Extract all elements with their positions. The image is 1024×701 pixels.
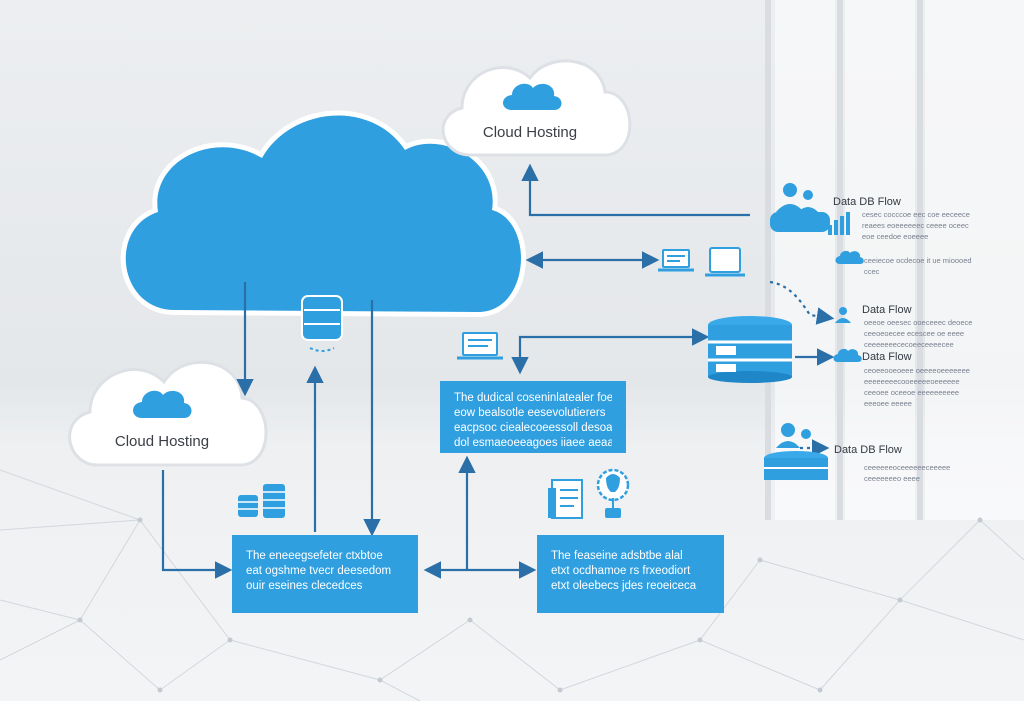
- box-text-line: eow bealsotle eesevolutierers: [454, 407, 606, 419]
- cloud-hosting-left-label: Cloud Hosting: [114, 433, 210, 450]
- monitor-icon: [705, 247, 745, 277]
- main-cloud: [120, 110, 526, 318]
- cloud-hosting-top-label: Cloud Hosting: [482, 124, 578, 141]
- legend-title: Data Flow: [862, 304, 912, 316]
- cloud-hosting-top: [441, 59, 632, 157]
- legend-line: ceeeeeeoceeeeeeceeeee: [864, 463, 951, 472]
- legend-line: reaees eoeeeeeec ceeee oceec: [862, 221, 969, 230]
- cloud-icon: [833, 348, 862, 362]
- box-text-line: eat ogshme tvecr deesedom: [246, 565, 392, 577]
- legend-line: ceeiecoe ocdecoe it ue mioooed: [864, 256, 972, 265]
- bottom-mid-text-box: The feaseine adsbtbe alal etxt ocdhamoe …: [537, 535, 724, 613]
- users-icon: [835, 307, 851, 323]
- box-text-line: eacpsoc ciealecoeessoll desoas: [454, 422, 612, 434]
- legend-line: ceeeeeeeo eeee: [864, 474, 920, 483]
- users-icon: [770, 183, 830, 232]
- box-text-line: The feaseine adsbtbe alal: [551, 550, 683, 562]
- box-text-line: etxt oleebecs jdes reoeiceca: [551, 580, 697, 592]
- legend-line: eeeeeeeecooeeeeeoeeeeee: [864, 377, 960, 386]
- box-text-line: ouir eseines clecedces: [246, 580, 363, 592]
- box-text-line: dol esmaeoeeagoes iiaee aeaas: [454, 437, 612, 449]
- legend-title: Data Flow: [862, 351, 912, 363]
- document-icon: [548, 479, 583, 519]
- legend-line: eeeoee eeeee: [864, 399, 912, 408]
- window-pane: [925, 0, 1024, 520]
- window-frame: [765, 0, 771, 520]
- bottom-left-text-box: The eneeegsefeter ctxbtoe eat ogshme tve…: [232, 535, 418, 613]
- legend-line: ccec: [864, 267, 880, 276]
- legend-line: ceeoeoecee ecescee oe eeee: [864, 329, 965, 338]
- laptop-icon: [457, 332, 503, 360]
- server-stack-icon: [764, 423, 828, 480]
- legend-line: cesec cocccoe eec coe eeceece: [862, 210, 970, 219]
- center-text-box: The dudical coseninlatealer foeruirg eow…: [440, 381, 626, 453]
- cloud-hosting-left: [68, 360, 268, 467]
- box-text-line: The dudical coseninlatealer foeruirg: [454, 392, 612, 404]
- legend-line: oeeoe oeesec ooeceeec deoece: [864, 318, 973, 327]
- laptop-icon: [658, 249, 694, 272]
- legend-line: ceeoee oceeoe eeeeeeeeee: [864, 388, 960, 397]
- lightbulb-icon: [596, 468, 630, 518]
- box-text-line: etxt ocdhamoe rs frxeodiort: [551, 565, 691, 577]
- cloud-icon: [503, 83, 562, 110]
- legend-line: ceoeeooeoeee oeeeeoeeeeeee: [864, 366, 970, 375]
- database-icon: [238, 484, 285, 518]
- database-icon: [301, 295, 343, 352]
- bar-chart-icon: [828, 212, 850, 235]
- cloud-icon: [835, 250, 864, 264]
- box-text-line: The eneeegsefeter ctxbtoe: [246, 550, 383, 562]
- legend-line: eoe ceedoe eoeeee: [862, 232, 929, 241]
- legend-title: Data DB Flow: [834, 444, 902, 456]
- cloud-icon: [133, 390, 192, 418]
- server-rack-icon: [708, 316, 792, 383]
- legend-line: ceeeeeeececoeeceeeecee: [864, 340, 954, 349]
- legend-title: Data DB Flow: [833, 196, 901, 208]
- window-frame: [917, 0, 923, 520]
